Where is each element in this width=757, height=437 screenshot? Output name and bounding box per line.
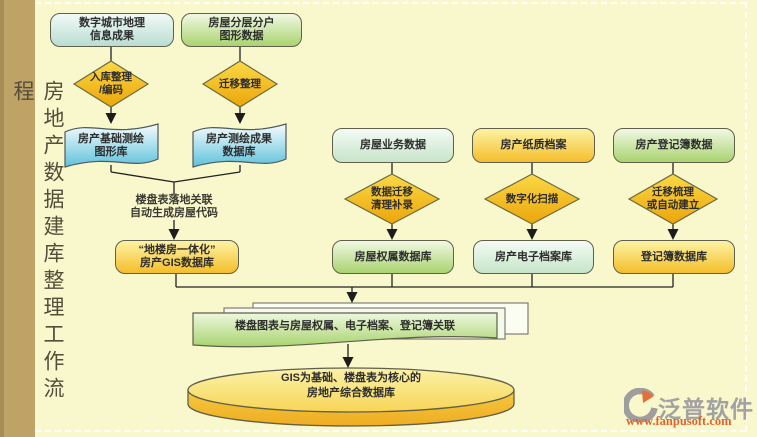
source-register-data-label: 房产登记簿数据 [635, 139, 713, 151]
fanpu-brand-url: www.fanpusoft.com [626, 414, 732, 428]
db-register-box: 登记簿数据库 [613, 240, 735, 274]
tape-base-survey-graphic-label: 房产基础测绘 图形库 [78, 133, 144, 158]
diamond-digital-scan-label: 数字化扫描 [505, 193, 559, 205]
db-gis-label: “地楼房一体化” 房产GIS数据库 [138, 244, 216, 269]
source-register-data-box: 房产登记簿数据 [613, 128, 735, 163]
source-house-layer-box: 房屋分层分户 图形数据 [181, 13, 302, 47]
tape-survey-result-db-label: 房产测绘成果 数据库 [206, 133, 272, 158]
diamond-data-migrate-label: 数据迁移 清理补录 [371, 186, 413, 211]
dashed-border-right [745, 2, 747, 432]
db-ownership-box: 房屋权属数据库 [332, 240, 454, 274]
diamond-migrate-or-auto-label: 迁移梳理 或自动建立 [646, 186, 700, 211]
diamond-migrate-or-auto [627, 173, 719, 225]
decision-diamonds [72, 60, 719, 225]
link-banner-stack [192, 302, 529, 348]
diamond-migrate-arrange [201, 60, 279, 108]
source-house-layer-label: 房屋分层分户 图形数据 [208, 17, 275, 42]
final-database-label: GIS为基础、楼盘表为核心的 房地产综合数据库 [281, 372, 421, 399]
diagram-vertical-title: 房地产数据建库整理工作流程 [11, 80, 64, 404]
diamond-digital-scan [483, 173, 581, 225]
db-register-label: 登记簿数据库 [641, 250, 707, 263]
fanpu-logo-icon [624, 388, 658, 422]
dashed-border-top [35, 2, 746, 4]
tape-survey-result-db [192, 123, 287, 168]
tape-shapes [64, 123, 287, 168]
source-paper-archive-label: 房产纸质档案 [500, 139, 567, 151]
left-title-bar [0, 0, 35, 437]
diamond-warehouse-arrange-label: 入库整理 /编码 [90, 71, 132, 96]
fanpu-brand-text: 泛普软件 [658, 396, 754, 422]
tape-base-survey-graphic [64, 123, 159, 168]
diamond-warehouse-arrange [72, 60, 150, 108]
source-digital-city-label: 数字城市地理 信息成果 [79, 17, 145, 42]
db-gis-box: “地楼房一体化” 房产GIS数据库 [115, 240, 239, 274]
db-earchive-label: 房产电子档案库 [495, 250, 572, 263]
diamond-data-migrate [343, 173, 441, 225]
source-house-business-box: 房屋业务数据 [332, 128, 454, 163]
arrowheads [105, 113, 679, 368]
left-title-bar-edge [0, 0, 4, 437]
merge-note-label: 楼盘表落地关联 自动生成房屋代码 [130, 194, 218, 219]
db-earchive-box: 房产电子档案库 [473, 240, 594, 274]
dashed-border-bottom [35, 430, 746, 432]
source-paper-archive-box: 房产纸质档案 [472, 128, 595, 163]
diamond-migrate-arrange-label: 迁移整理 [219, 78, 261, 90]
db-ownership-label: 房屋权属数据库 [354, 250, 432, 263]
final-database-disk [187, 367, 515, 427]
source-digital-city-box: 数字城市地理 信息成果 [50, 13, 174, 47]
source-house-business-label: 房屋业务数据 [360, 139, 426, 151]
link-banner-label: 楼盘图表与房屋权属、电子档案、登记簿关联 [235, 320, 455, 332]
